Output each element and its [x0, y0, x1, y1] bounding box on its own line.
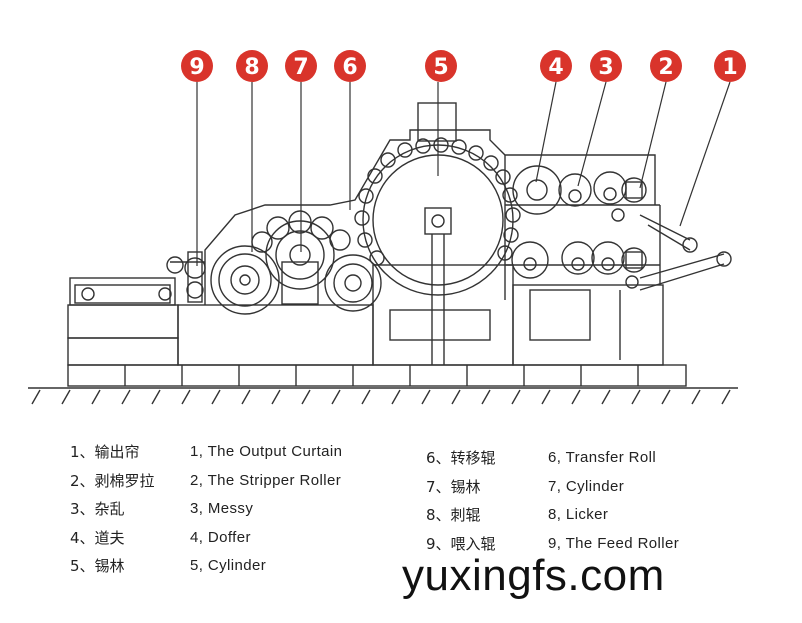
legend-item: 2, The Stripper Roller: [190, 471, 342, 489]
legend-item: 3、杂乱: [70, 500, 125, 518]
callout-7: 7: [285, 50, 317, 82]
callout-4: 4: [540, 50, 572, 82]
callout-4-label: 4: [548, 55, 563, 80]
machine-frame: [67, 102, 664, 366]
legend-chinese-right: 6、转移辊 7、锡林 8、刺辊 9、喂入辊: [426, 444, 496, 558]
callout-9: 9: [181, 50, 213, 82]
callout-8-label: 8: [244, 55, 259, 80]
base-blocks: [67, 364, 687, 387]
legend-item: 2、剥棉罗拉: [70, 471, 155, 490]
legend-item: 4、道夫: [70, 528, 125, 547]
callout-5-label: 5: [433, 55, 448, 80]
legend-item: 6、转移辊: [426, 449, 496, 467]
transfer-roll-drawing: [324, 254, 382, 312]
legend-item: 7, Cylinder: [548, 477, 625, 495]
legend-item: 3, Messy: [190, 500, 254, 517]
legend-english-left: 1, The Output Curtain 2, The Stripper Ro…: [190, 438, 342, 581]
small-cylinder-drawing: [251, 210, 351, 305]
callout-5: 5: [425, 50, 457, 82]
legend-english-right: 6, Transfer Roll 7, Cylinder 8, Licker 9…: [548, 444, 679, 558]
leader-lines: [196, 81, 731, 266]
callout-6-label: 6: [342, 55, 357, 80]
legend-item: 4, Doffer: [190, 528, 251, 546]
callout-2-label: 2: [658, 55, 673, 80]
ground-hatching: [31, 389, 731, 405]
callout-3-label: 3: [598, 55, 613, 80]
legend-item: 9、喂入辊: [426, 534, 496, 553]
legend-item: 5, Cylinder: [190, 557, 267, 574]
callout-2: 2: [650, 50, 682, 82]
carding-machine-diagram: 9 8 7 6 5 4 3 2 1: [28, 50, 746, 405]
licker-drawing: [210, 245, 280, 315]
legend-item: 8、刺辊: [426, 506, 481, 524]
watermark-text: yuxingfs.com: [402, 551, 665, 600]
legend-item: 5、锡林: [70, 557, 125, 575]
callout-7-label: 7: [293, 55, 308, 80]
legend-item: 1、输出帘: [70, 443, 140, 461]
legend-item: 7、锡林: [426, 477, 481, 496]
feed-roller-drawing: [184, 251, 206, 303]
callout-3: 3: [590, 50, 622, 82]
legend-item: 8, Licker: [548, 506, 609, 523]
callout-9-label: 9: [189, 55, 204, 80]
callout-1: 1: [714, 50, 746, 82]
lower-rollers-drawing: [511, 241, 647, 289]
cylinder-flats: [354, 137, 521, 266]
callout-1-label: 1: [722, 55, 737, 80]
legend-chinese-left: 1、输出帘 2、剥棉罗拉 3、杂乱 4、道夫 5、锡林: [70, 438, 155, 581]
callout-8: 8: [236, 50, 268, 82]
legend-item: 1, The Output Curtain: [190, 443, 343, 460]
legend-item: 6, Transfer Roll: [548, 449, 657, 466]
doffer-drawing: [512, 165, 647, 222]
legend-item: 9, The Feed Roller: [548, 534, 680, 552]
callout-6: 6: [334, 50, 366, 82]
right-conveyors: [639, 214, 732, 291]
